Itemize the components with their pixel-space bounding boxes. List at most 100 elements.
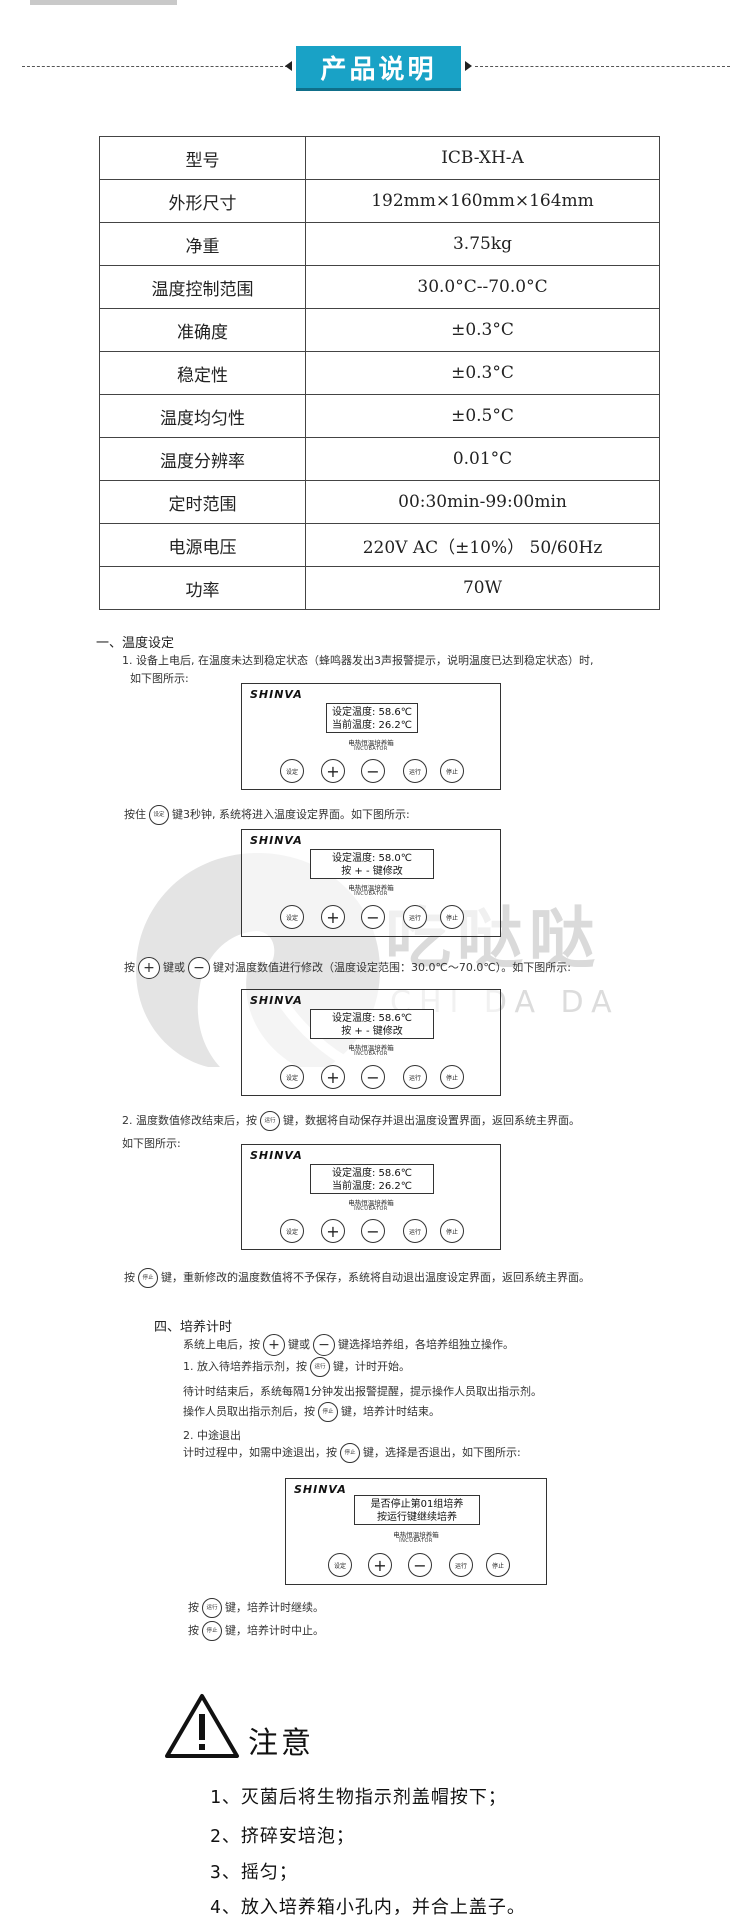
device-name-cn: 电热恒温培养箱: [348, 1199, 394, 1207]
minus-button[interactable]: −: [361, 905, 385, 929]
minus-button[interactable]: −: [361, 1219, 385, 1243]
plus-button[interactable]: +: [321, 1065, 345, 1089]
device-name-en: INCUBATOR: [354, 746, 388, 752]
minus-key-icon: −: [313, 1334, 335, 1356]
spec-key: 温度均匀性: [99, 394, 306, 438]
run-button[interactable]: 运行: [449, 1553, 473, 1577]
plus-button[interactable]: +: [321, 1219, 345, 1243]
minus-key-icon: −: [188, 957, 210, 979]
set-button[interactable]: 设定: [328, 1553, 352, 1577]
caution-title: 注意: [248, 1726, 314, 1761]
lcd-screen: 设定温度: 58.6℃ 按 + - 键修改: [310, 1009, 434, 1039]
spec-value: 30.0°C--70.0°C: [305, 265, 660, 309]
warning-triangle-icon: [165, 1694, 239, 1758]
text-line: 如下图所示:: [130, 672, 189, 685]
plus-button[interactable]: +: [368, 1553, 392, 1577]
run-button[interactable]: 运行: [403, 1219, 427, 1243]
plus-button[interactable]: +: [321, 759, 345, 783]
stop-button[interactable]: 停止: [440, 1065, 464, 1089]
caution-step-2: 2、挤碎安培泡；: [210, 1826, 355, 1847]
header-dash-left: [22, 66, 288, 67]
spec-row: 稳定性±0.3°C: [99, 351, 660, 395]
stop-key-icon: 停止: [318, 1402, 338, 1422]
spec-key: 电源电压: [99, 523, 306, 567]
text-line: 按停止键，培养计时中止。: [188, 1619, 324, 1643]
set-button[interactable]: 设定: [280, 759, 304, 783]
spec-key: 功率: [99, 566, 306, 610]
stop-button[interactable]: 停止: [440, 759, 464, 783]
panel-1: SHINVA 设定温度: 58.6℃ 当前温度: 26.2℃ 电热恒温培养箱 I…: [241, 683, 501, 790]
text-line: 按住设定键3秒钟, 系统将进入温度设定界面。如下图所示:: [124, 802, 410, 828]
stop-key-icon: 停止: [202, 1621, 222, 1641]
minus-button[interactable]: −: [361, 1065, 385, 1089]
minus-button[interactable]: −: [361, 759, 385, 783]
spec-value: 3.75kg: [305, 222, 660, 266]
lcd-line-1: 是否停止第01组培养: [370, 1499, 464, 1510]
device-name-cn: 电热恒温培养箱: [393, 1531, 439, 1539]
spec-key: 净重: [99, 222, 306, 266]
spec-value: 220V AC（±10%） 50/60Hz: [305, 523, 660, 567]
stop-button[interactable]: 停止: [440, 1219, 464, 1243]
spec-row: 准确度±0.3°C: [99, 308, 660, 352]
lcd-screen: 设定温度: 58.6℃ 当前温度: 26.2℃: [326, 703, 418, 733]
text-line: 按停止键，重新修改的温度数值将不予保存，系统将自动退出温度设定界面，返回系统主界…: [124, 1265, 590, 1291]
device-name-cn: 电热恒温培养箱: [348, 739, 394, 747]
stop-key-icon: 停止: [138, 1268, 158, 1288]
run-button[interactable]: 运行: [403, 905, 427, 929]
run-button[interactable]: 运行: [403, 1065, 427, 1089]
device-name-en: INCUBATOR: [399, 1538, 433, 1544]
spec-value: ±0.3°C: [305, 351, 660, 395]
set-button[interactable]: 设定: [280, 905, 304, 929]
panel-4: SHINVA 设定温度: 58.6℃ 当前温度: 26.2℃ 电热恒温培养箱 I…: [241, 1144, 501, 1250]
top-strip: [30, 0, 177, 5]
lcd-line-2: 按 + - 键修改: [341, 866, 403, 877]
spec-key: 温度分辨率: [99, 437, 306, 481]
set-button[interactable]: 设定: [280, 1065, 304, 1089]
plus-button[interactable]: +: [321, 905, 345, 929]
lcd-line-2: 按运行键继续培养: [377, 1512, 457, 1523]
spec-key: 温度控制范围: [99, 265, 306, 309]
set-button[interactable]: 设定: [280, 1219, 304, 1243]
arrow-right-icon: [465, 61, 472, 71]
text-line: 1. 设备上电后, 在温度未达到稳定状态（蜂鸣器发出3声报警提示，说明温度已达到…: [122, 654, 594, 667]
text-line: 待计时结束后，系统每隔1分钟发出报警提醒，提示操作人员取出指示剂。: [183, 1385, 542, 1398]
text-line: 按+键或−键对温度数值进行修改（温度设定范围：30.0℃～70.0℃）。如下图所…: [124, 955, 571, 981]
text-line: 系统上电后，按+键或−键选择培养组，各培养组独立操作。: [183, 1332, 514, 1358]
lcd-line-2: 按 + - 键修改: [341, 1026, 403, 1037]
panel-2: SHINVA 设定温度: 58.0℃ 按 + - 键修改 电热恒温培养箱 INC…: [241, 829, 501, 937]
text-line: 2. 中途退出: [183, 1429, 241, 1442]
minus-button[interactable]: −: [408, 1553, 432, 1577]
lcd-screen: 设定温度: 58.6℃ 当前温度: 26.2℃: [310, 1164, 434, 1194]
brand-logo: SHINVA: [250, 1149, 303, 1162]
spec-value: 192mm×160mm×164mm: [305, 179, 660, 223]
lcd-line-1: 设定温度: 58.6℃: [331, 1013, 413, 1024]
device-name-en: INCUBATOR: [354, 1051, 388, 1057]
brand-logo: SHINVA: [250, 994, 303, 1007]
banner-underline: [296, 88, 461, 91]
device-name-en: INCUBATOR: [354, 891, 388, 897]
stop-button[interactable]: 停止: [440, 905, 464, 929]
stop-button[interactable]: 停止: [486, 1553, 510, 1577]
text-line: 如下图所示:: [122, 1137, 181, 1150]
set-key-icon: 设定: [149, 805, 169, 825]
run-button[interactable]: 运行: [403, 759, 427, 783]
stop-key-icon: 停止: [340, 1443, 360, 1463]
run-key-icon: 运行: [310, 1357, 330, 1377]
section-title-temp: 一、温度设定: [96, 636, 175, 651]
lcd-line-1: 设定温度: 58.0℃: [331, 853, 413, 864]
caution-step-3: 3、摇匀；: [210, 1862, 298, 1883]
brand-logo: SHINVA: [250, 688, 303, 701]
text-line: 1. 放入待培养指示剂，按运行键，计时开始。: [183, 1355, 410, 1379]
run-key-icon: 运行: [202, 1598, 222, 1618]
spec-value: 00:30min-99:00min: [305, 480, 660, 524]
spec-key: 定时范围: [99, 480, 306, 524]
brand-logo: SHINVA: [250, 834, 303, 847]
device-name-cn: 电热恒温培养箱: [348, 1044, 394, 1052]
spec-value: ±0.5°C: [305, 394, 660, 438]
